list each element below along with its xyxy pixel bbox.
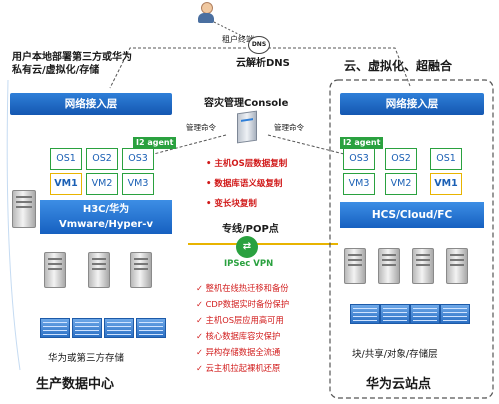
left-storage-icon-4 [136,318,166,338]
right-agent-badge: I2 agent [340,137,384,149]
right-storage-icon-2 [380,304,410,324]
checklist-item-1: ✓ 整机在线热迁移和备份 [196,282,326,298]
right-bottom-title: 华为云站点 [366,377,432,392]
checklist-text-3: 主机OS层应用高可用 [205,315,284,325]
vpn-label: IPSec VPN [224,259,274,269]
checklist-item-6: ✓ 云主机拉起裸机还原 [196,362,326,378]
feature-bullet-2: • [206,179,215,189]
right-os-3: OS1 [430,148,462,170]
console-cmd-left: 管理命令 [186,123,216,132]
tenant-label: 租户终端 [222,35,254,44]
right-storage-icon-1 [350,304,380,324]
right-server-icon-1 [344,248,366,284]
vpn-lock-icon: ⇄ [236,236,258,258]
check-icon: ✓ [196,331,206,341]
right-storage-icon-3 [410,304,440,324]
left-storage-icon-3 [104,318,134,338]
left-server-icon-3 [130,252,152,288]
right-server-icon-3 [412,248,434,284]
left-vm-2: VM2 [86,173,118,195]
left-agent-badge: I2 agent [133,137,177,149]
right-os-2: OS2 [385,148,417,170]
checklist-text-4: 核心数据库容灾保护 [205,331,281,341]
right-cloud-bar: HCS/Cloud/FC [340,202,484,228]
checklist-item-5: ✓ 异构存储数据全流通 [196,346,326,362]
console-cmd-right: 管理命令 [274,123,304,132]
left-storage-label: 华为或第三方存储 [48,353,125,364]
left-bottom-title: 生产数据中心 [36,377,115,392]
left-hypervisor-line-1: H3C/华为 [82,204,130,215]
right-os-1: OS3 [343,148,375,170]
right-server-icon-2 [378,248,400,284]
feature-item-3: • 变长块复制 [206,199,257,209]
left-top-text-2: 私有云/虚拟化/存储 [12,65,100,76]
feature-item-2: • 数据库语义级复制 [206,179,283,189]
feature-item-1: • 主机OS层数据复制 [206,159,288,169]
right-vm-2: VM2 [385,173,417,195]
feature-bullet-1: • [206,159,215,169]
left-storage-icon-1 [40,318,70,338]
check-icon: ✓ [196,363,206,373]
right-top-text: 云、虚拟化、超融合 [344,59,453,73]
left-os-1: OS1 [50,148,82,170]
left-os-2: OS2 [86,148,118,170]
check-icon: ✓ [196,315,206,325]
left-server-icon-1 [44,252,66,288]
right-vm-1: VM3 [343,173,375,195]
console-server-icon [237,110,257,144]
check-icon: ✓ [196,299,206,309]
left-storage-icon-2 [72,318,102,338]
feature-bullet-3: • [206,199,215,209]
left-server-icon-2 [88,252,110,288]
checklist-item-2: ✓ CDP数据实时备份保护 [196,298,326,314]
user-avatar-icon [196,2,216,24]
dns-label: 云解析DNS [236,58,290,69]
checklist-item-4: ✓ 核心数据库容灾保护 [196,330,326,346]
left-side-server-icon [12,190,36,228]
check-icon: ✓ [196,283,206,293]
right-network-layer: 网络接入层 [340,93,484,115]
link-label: 专线/POP点 [222,224,279,235]
check-icon: ✓ [196,347,206,357]
left-hypervisor-bar: H3C/华为 Vmware/Hyper-v [40,200,172,234]
left-vm-1: VM1 [50,173,82,195]
right-vm-3: VM1 [430,173,462,195]
dns-icon: DNS [248,36,270,54]
left-hypervisor-line-2: Vmware/Hyper-v [59,219,153,230]
checklist: ✓ 整机在线热迁移和备份 ✓ CDP数据实时备份保护 ✓ 主机OS层应用高可用 … [196,282,326,378]
checklist-text-2: CDP数据实时备份保护 [205,299,290,309]
checklist-text-1: 整机在线热迁移和备份 [205,283,289,293]
console-label: 容灾管理Console [204,98,289,109]
left-os-3: OS3 [122,148,154,170]
feature-text-3: 变长块复制 [214,199,257,209]
right-storage-label: 块/共享/对象/存储层 [352,349,438,360]
feature-text-2: 数据库语义级复制 [214,179,283,189]
left-top-text-1: 用户本地部署第三方或华为 [12,52,132,63]
right-storage-icon-4 [440,304,470,324]
left-vm-3: VM3 [122,173,154,195]
checklist-text-5: 异构存储数据全流通 [205,347,281,357]
right-server-icon-4 [446,248,468,284]
feature-text-1: 主机OS层数据复制 [214,159,288,169]
checklist-item-3: ✓ 主机OS层应用高可用 [196,314,326,330]
left-network-layer: 网络接入层 [10,93,172,115]
checklist-text-6: 云主机拉起裸机还原 [205,363,281,373]
